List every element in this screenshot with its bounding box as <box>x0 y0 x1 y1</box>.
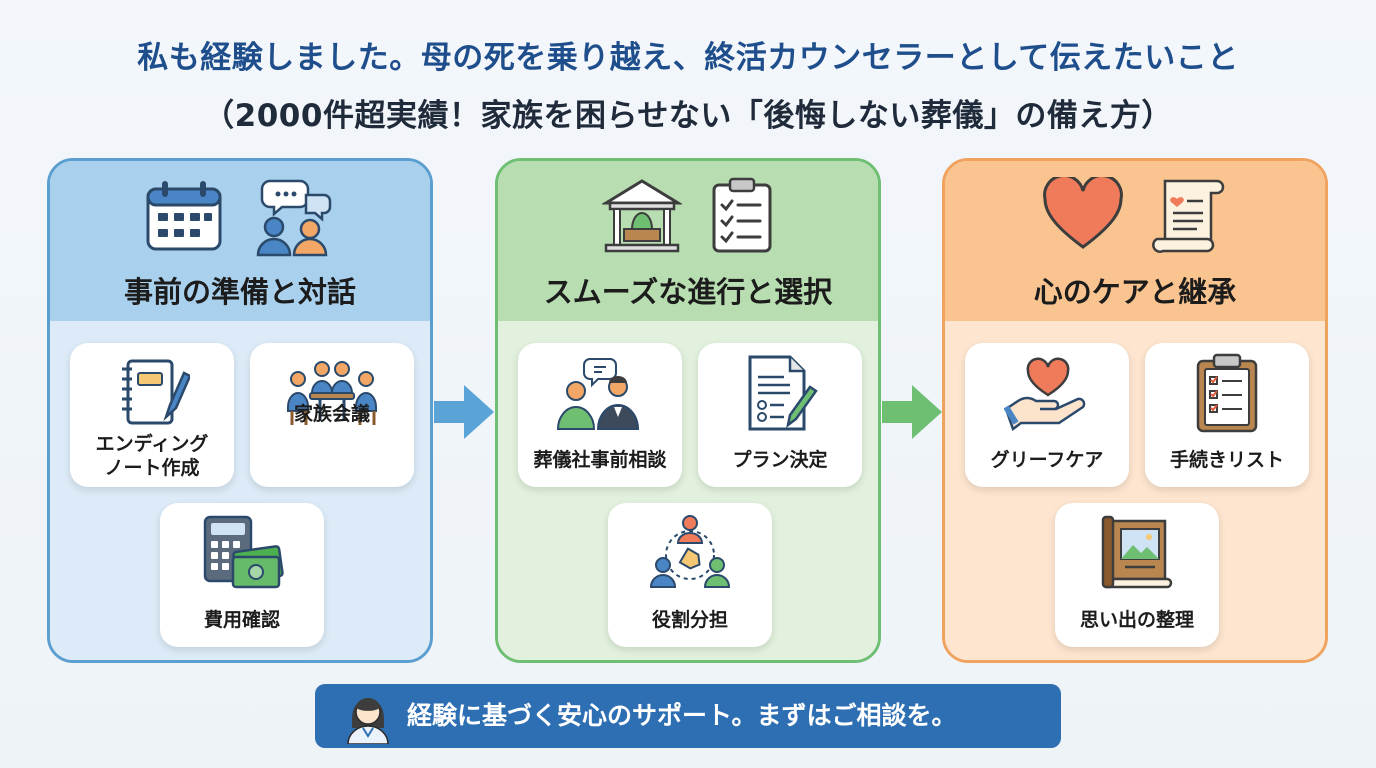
photo-album-icon <box>1101 515 1173 589</box>
arrow-right-icon <box>434 385 494 439</box>
card-label: プラン決定 <box>732 449 828 472</box>
section-header: 心のケアと継承 <box>945 161 1325 321</box>
card-family-meeting[interactable]: 家族会議 <box>250 343 414 487</box>
section-header: スムーズな進行と選択 <box>498 161 878 321</box>
section-care: 心のケアと継承 グリーフケア <box>942 158 1328 663</box>
section-title: 事前の準備と対話 <box>123 275 356 309</box>
consultation-icon <box>556 358 640 430</box>
clipboard-list-icon <box>1196 353 1258 433</box>
checklist-icon <box>712 177 772 253</box>
card-label: 家族会議 <box>293 403 370 426</box>
card-cost-check[interactable]: 費用確認 <box>160 503 324 647</box>
card-label: グリーフケア <box>990 449 1104 472</box>
card-label: 葬儀社事前相談 <box>533 449 667 472</box>
section-title: 心のケアと継承 <box>1033 275 1237 309</box>
card-label: 手続きリスト <box>1169 449 1284 472</box>
page-title: 私も経験しました。母の死を乗り越え、終活カウンセラーとして伝えたいこと <box>137 40 1239 76</box>
role-sharing-icon <box>649 515 731 588</box>
section-title: スムーズな進行と選択 <box>543 275 833 309</box>
card-grief-care[interactable]: グリーフケア <box>965 343 1129 487</box>
card-label: 役割分担 <box>651 609 728 632</box>
heart-hand-icon <box>1004 357 1086 431</box>
calendar-icon <box>146 181 222 251</box>
support-banner[interactable]: 経験に基づく安心のサポート。まずはご相談を。 <box>315 684 1061 748</box>
card-plan-decision[interactable]: プラン決定 <box>698 343 862 487</box>
card-ending-note[interactable]: エンディング ノート作成 <box>70 343 234 487</box>
notebook-pen-icon <box>122 359 190 425</box>
section-preparation: 事前の準備と対話 エンディング ノート作成 <box>47 158 433 663</box>
family-meeting-icon <box>287 361 377 425</box>
page-subtitle: （2000件超実績！家族を困らせない「後悔しない葬儀」の備え方） <box>203 98 1173 134</box>
calculator-money-icon <box>203 515 284 589</box>
family-chat-icon <box>256 179 332 257</box>
letter-scroll-icon <box>1152 179 1225 253</box>
funeral-hall-icon <box>602 179 682 253</box>
card-label: 思い出の整理 <box>1079 609 1194 632</box>
plan-document-icon <box>748 355 818 431</box>
card-consultation[interactable]: 葬儀社事前相談 <box>518 343 682 487</box>
heart-icon <box>1043 177 1123 249</box>
counselor-avatar-icon <box>347 698 389 744</box>
section-header: 事前の準備と対話 <box>50 161 430 321</box>
card-label: 費用確認 <box>203 609 280 632</box>
card-label: エンディング ノート作成 <box>95 433 209 479</box>
section-progress: スムーズな進行と選択 葬儀社事前相談 <box>495 158 881 663</box>
card-procedure-list[interactable]: 手続きリスト <box>1145 343 1309 487</box>
card-role-sharing[interactable]: 役割分担 <box>608 503 772 647</box>
card-memories[interactable]: 思い出の整理 <box>1055 503 1219 647</box>
banner-text: 経験に基づく安心のサポート。まずはご相談を。 <box>407 701 957 730</box>
arrow-right-icon <box>882 385 942 439</box>
